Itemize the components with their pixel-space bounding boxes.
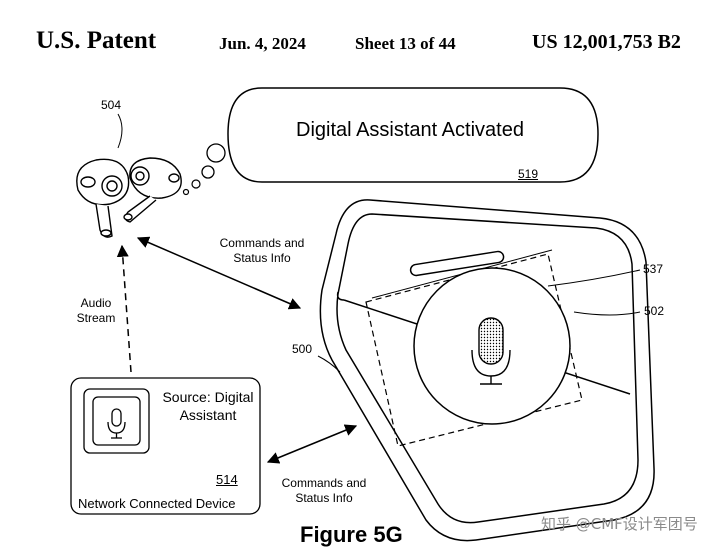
patent-label: U.S. Patent <box>36 27 157 54</box>
mic-icon-device <box>107 408 126 439</box>
arrow-commands-bottom <box>266 424 358 464</box>
device-name: Network Connected Device <box>78 496 236 511</box>
label-commands-top: Commands and Status Info <box>219 236 305 265</box>
case-drawing <box>319 199 655 542</box>
thought-bubble <box>227 87 599 183</box>
leader-500 <box>317 355 341 373</box>
bubble-text: Digital Assistant Activated <box>296 119 524 141</box>
label-audio-stream: Audio Stream <box>76 296 116 325</box>
thought-dot-1 <box>206 143 226 163</box>
earbuds-drawing <box>76 157 182 238</box>
leader-537 <box>547 269 641 287</box>
ref-514: 514 <box>216 472 238 487</box>
ref-537: 537 <box>643 262 664 276</box>
thought-dot-2 <box>201 165 215 179</box>
sheet-number: Sheet 13 of 44 <box>355 34 456 53</box>
arrow-audio-stream <box>116 244 132 373</box>
app-icon-inner <box>92 396 141 446</box>
thought-dot-3 <box>191 179 201 189</box>
ref-504: 504 <box>101 98 122 112</box>
ref-519: 519 <box>518 167 539 181</box>
thought-dot-4 <box>182 188 190 196</box>
leader-502 <box>573 311 641 316</box>
leader-504 <box>117 113 123 149</box>
ref-500: 500 <box>292 342 313 356</box>
device-source-label: Source: Digital Assistant <box>162 389 254 423</box>
ref-502: 502 <box>644 304 665 318</box>
patent-date: Jun. 4, 2024 <box>219 34 306 53</box>
arrow-commands-top <box>136 236 302 310</box>
mic-icon-case <box>471 317 511 385</box>
figure-caption: Figure 5G <box>300 522 403 547</box>
patent-number: US 12,001,753 B2 <box>532 31 681 53</box>
label-commands-bottom: Commands and Status Info <box>281 476 367 505</box>
watermark: 知乎 @CMF设计军团号 <box>541 515 698 533</box>
